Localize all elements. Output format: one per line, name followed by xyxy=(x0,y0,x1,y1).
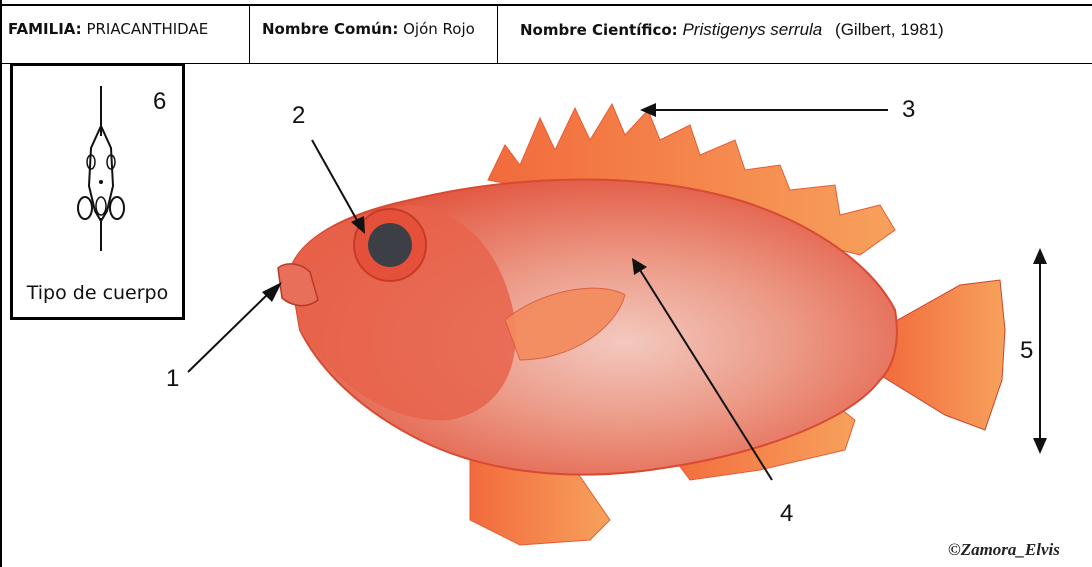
fish-eye xyxy=(368,223,412,267)
callout-1-label: 1 xyxy=(166,365,179,393)
callout-2-label: 2 xyxy=(292,102,305,130)
callout-1-arrow xyxy=(188,292,270,372)
callout-4-label: 4 xyxy=(780,500,793,528)
credit-watermark: ©Zamora_Elvis xyxy=(948,540,1060,560)
callout-3-label: 3 xyxy=(902,96,915,124)
callout-2-arrow xyxy=(312,140,358,222)
caudal-fin xyxy=(880,280,1005,430)
callout-5-label: 5 xyxy=(1020,337,1033,365)
